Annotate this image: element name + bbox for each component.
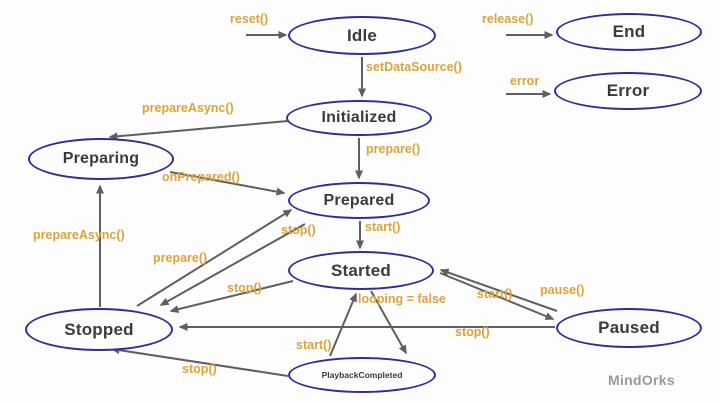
arrow-started-to-paused xyxy=(439,272,555,320)
state-playback-completed: PlaybackCompleted xyxy=(288,357,436,393)
arrow-stopped-to-prepared xyxy=(136,209,293,307)
edge-label-error: error xyxy=(510,74,540,88)
state-stopped: Stopped xyxy=(25,308,173,351)
arrow-playbackcompleted-to-started xyxy=(329,292,357,357)
state-initialized: Initialized xyxy=(286,100,432,136)
state-idle: Idle xyxy=(288,16,436,55)
edge-label-setdatasource: setDataSource() xyxy=(366,60,462,74)
mindorks-watermark: MindOrks xyxy=(608,372,675,388)
state-preparing: Preparing xyxy=(28,138,174,180)
edge-label-pause: pause() xyxy=(540,283,585,297)
edge-label-prepare-initialized: prepare() xyxy=(366,142,421,156)
arrow-preparing-to-prepared xyxy=(169,171,286,196)
edge-label-looping-false: looping = false xyxy=(358,292,446,306)
state-prepared: Prepared xyxy=(288,182,430,219)
edge-label-stop-started: stop() xyxy=(227,281,262,295)
arrow-started-to-stopped xyxy=(169,280,294,314)
state-paused: Paused xyxy=(556,308,702,348)
edge-label-start-playbackcompleted: start() xyxy=(296,338,332,352)
state-started: Started xyxy=(288,251,434,290)
edge-label-onprepared: onPrepared() xyxy=(162,170,240,184)
edge-label-stop-paused: stop() xyxy=(455,325,490,339)
state-error: Error xyxy=(554,72,702,110)
edge-label-prepareasync-initialized: prepareAsync() xyxy=(142,101,234,115)
state-end: End xyxy=(556,13,702,51)
edge-label-reset: reset() xyxy=(230,12,269,26)
edge-label-stop-prepared: stop() xyxy=(281,223,316,237)
arrow-paused-to-started xyxy=(439,268,558,312)
edge-label-start-prepared: start() xyxy=(365,220,401,234)
edge-label-start-paused: start() xyxy=(477,287,513,301)
edge-label-prepareasync-stopped: prepareAsync() xyxy=(33,228,125,242)
arrow-prepared-to-stopped xyxy=(159,223,306,306)
edge-label-prepare-stopped: prepare() xyxy=(153,251,208,265)
edge-label-release: release() xyxy=(482,12,534,26)
edge-label-stop-playbackcompleted: stop() xyxy=(182,362,217,376)
arrow-started-to-playbackcompleted xyxy=(370,290,407,355)
arrow-initialized-to-preparing xyxy=(108,120,289,141)
arrow-playbackcompleted-to-stopped xyxy=(110,346,289,377)
